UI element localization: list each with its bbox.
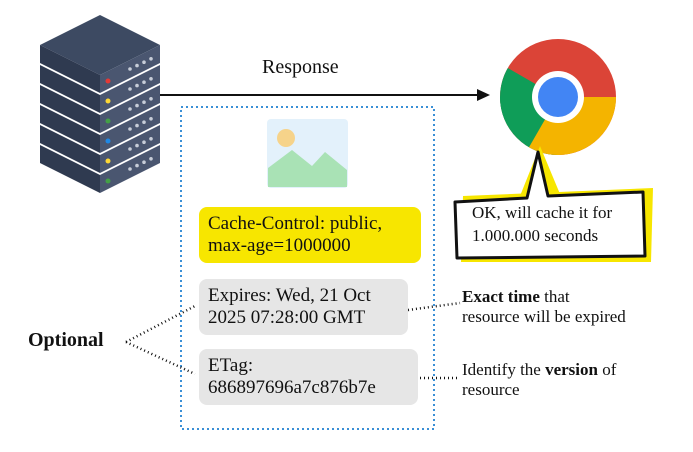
server-unit-side [40, 85, 100, 133]
server-vent [128, 67, 132, 71]
expires-header: Expires: Wed, 21 Oct 2025 07:28:00 GMT [199, 279, 408, 335]
bubble-text: OK, will cache it for 1.000.000 seconds [472, 203, 613, 245]
server-vent [135, 163, 139, 168]
optional-label: Optional [28, 329, 104, 351]
expires-annotation-bold: Exact time [462, 287, 540, 306]
optional-connectors [125, 301, 461, 380]
server-vent [135, 83, 139, 88]
server-vent [128, 87, 132, 91]
server-vent [128, 107, 132, 111]
server-vent [149, 117, 153, 121]
response-body-frame [180, 106, 435, 430]
server-unit-side [40, 45, 100, 93]
expires-annotation-line2: resource will be expired [462, 307, 626, 326]
server-led [105, 118, 111, 124]
server-vent [142, 80, 146, 84]
server-led [105, 98, 111, 104]
server-vent [149, 57, 153, 61]
server-vent [142, 100, 146, 104]
server-vent [142, 120, 146, 124]
server-vent [149, 97, 153, 101]
etag-annotation-post: of [597, 360, 617, 379]
etag-annotation-bold: version [545, 360, 598, 379]
server-vent [135, 123, 139, 128]
cache-control-header: Cache-Control: public, max-age=1000000 [199, 207, 421, 263]
server-vent [128, 147, 132, 151]
server-vent [135, 63, 139, 68]
server-led [105, 178, 111, 184]
etag-header: ETag: 686897696a7c876b7e [199, 349, 418, 405]
response-label: Response [262, 56, 339, 78]
server-unit-side [40, 65, 100, 113]
server-vent [149, 137, 153, 141]
image-placeholder-icon [267, 119, 348, 188]
server-vent [142, 60, 146, 64]
server-vent [128, 127, 132, 131]
server-led [105, 158, 111, 164]
server-unit-side [40, 145, 100, 193]
server-unit-side [40, 105, 100, 153]
expires-annotation-rest: that [539, 287, 570, 306]
server-vent [142, 160, 146, 164]
chrome-browser-icon [500, 39, 616, 155]
server-vent [149, 77, 153, 81]
server-vent [135, 143, 139, 148]
server-unit-side [40, 125, 100, 173]
server-led [105, 78, 111, 84]
speech-bubble-icon [453, 146, 653, 262]
server-vent [135, 103, 139, 108]
expires-annotation: Exact time that resource will be expired [462, 287, 626, 327]
etag-annotation: Identify the version of resource [462, 360, 616, 400]
etag-annotation-line2: resource [462, 380, 520, 399]
server-vent [128, 167, 132, 171]
server-icon [40, 15, 160, 193]
response-arrow [160, 89, 490, 101]
server-vent [149, 157, 153, 161]
etag-annotation-pre: Identify the [462, 360, 546, 379]
server-led [105, 138, 111, 144]
server-vent [142, 140, 146, 144]
